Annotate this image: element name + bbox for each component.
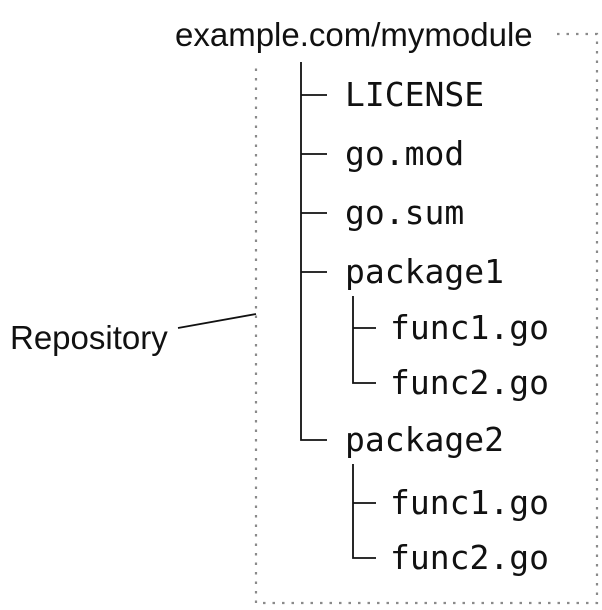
repository-callout-line [177, 313, 257, 329]
tree-item-package2-func1-go: func1.go [390, 483, 549, 522]
tree-item-license: LICENSE [345, 75, 485, 114]
tree-item-go-mod: go.mod [345, 134, 465, 173]
tree-item-package1: package1 [345, 252, 504, 291]
tree-item-package1-func1-go: func1.go [390, 308, 549, 347]
tree-item-package2-func2-go: func2.go [390, 538, 549, 577]
tree-item-package2: package2 [345, 420, 504, 459]
repository-dotted-border [254, 32, 599, 605]
module-title: example.com/mymodule [175, 16, 533, 53]
tree-item-go-sum: go.sum [345, 193, 465, 232]
tree-item-package1-func2-go: func2.go [390, 363, 549, 402]
tree-connector-lines [300, 62, 376, 559]
repository-label: Repository [10, 319, 168, 356]
